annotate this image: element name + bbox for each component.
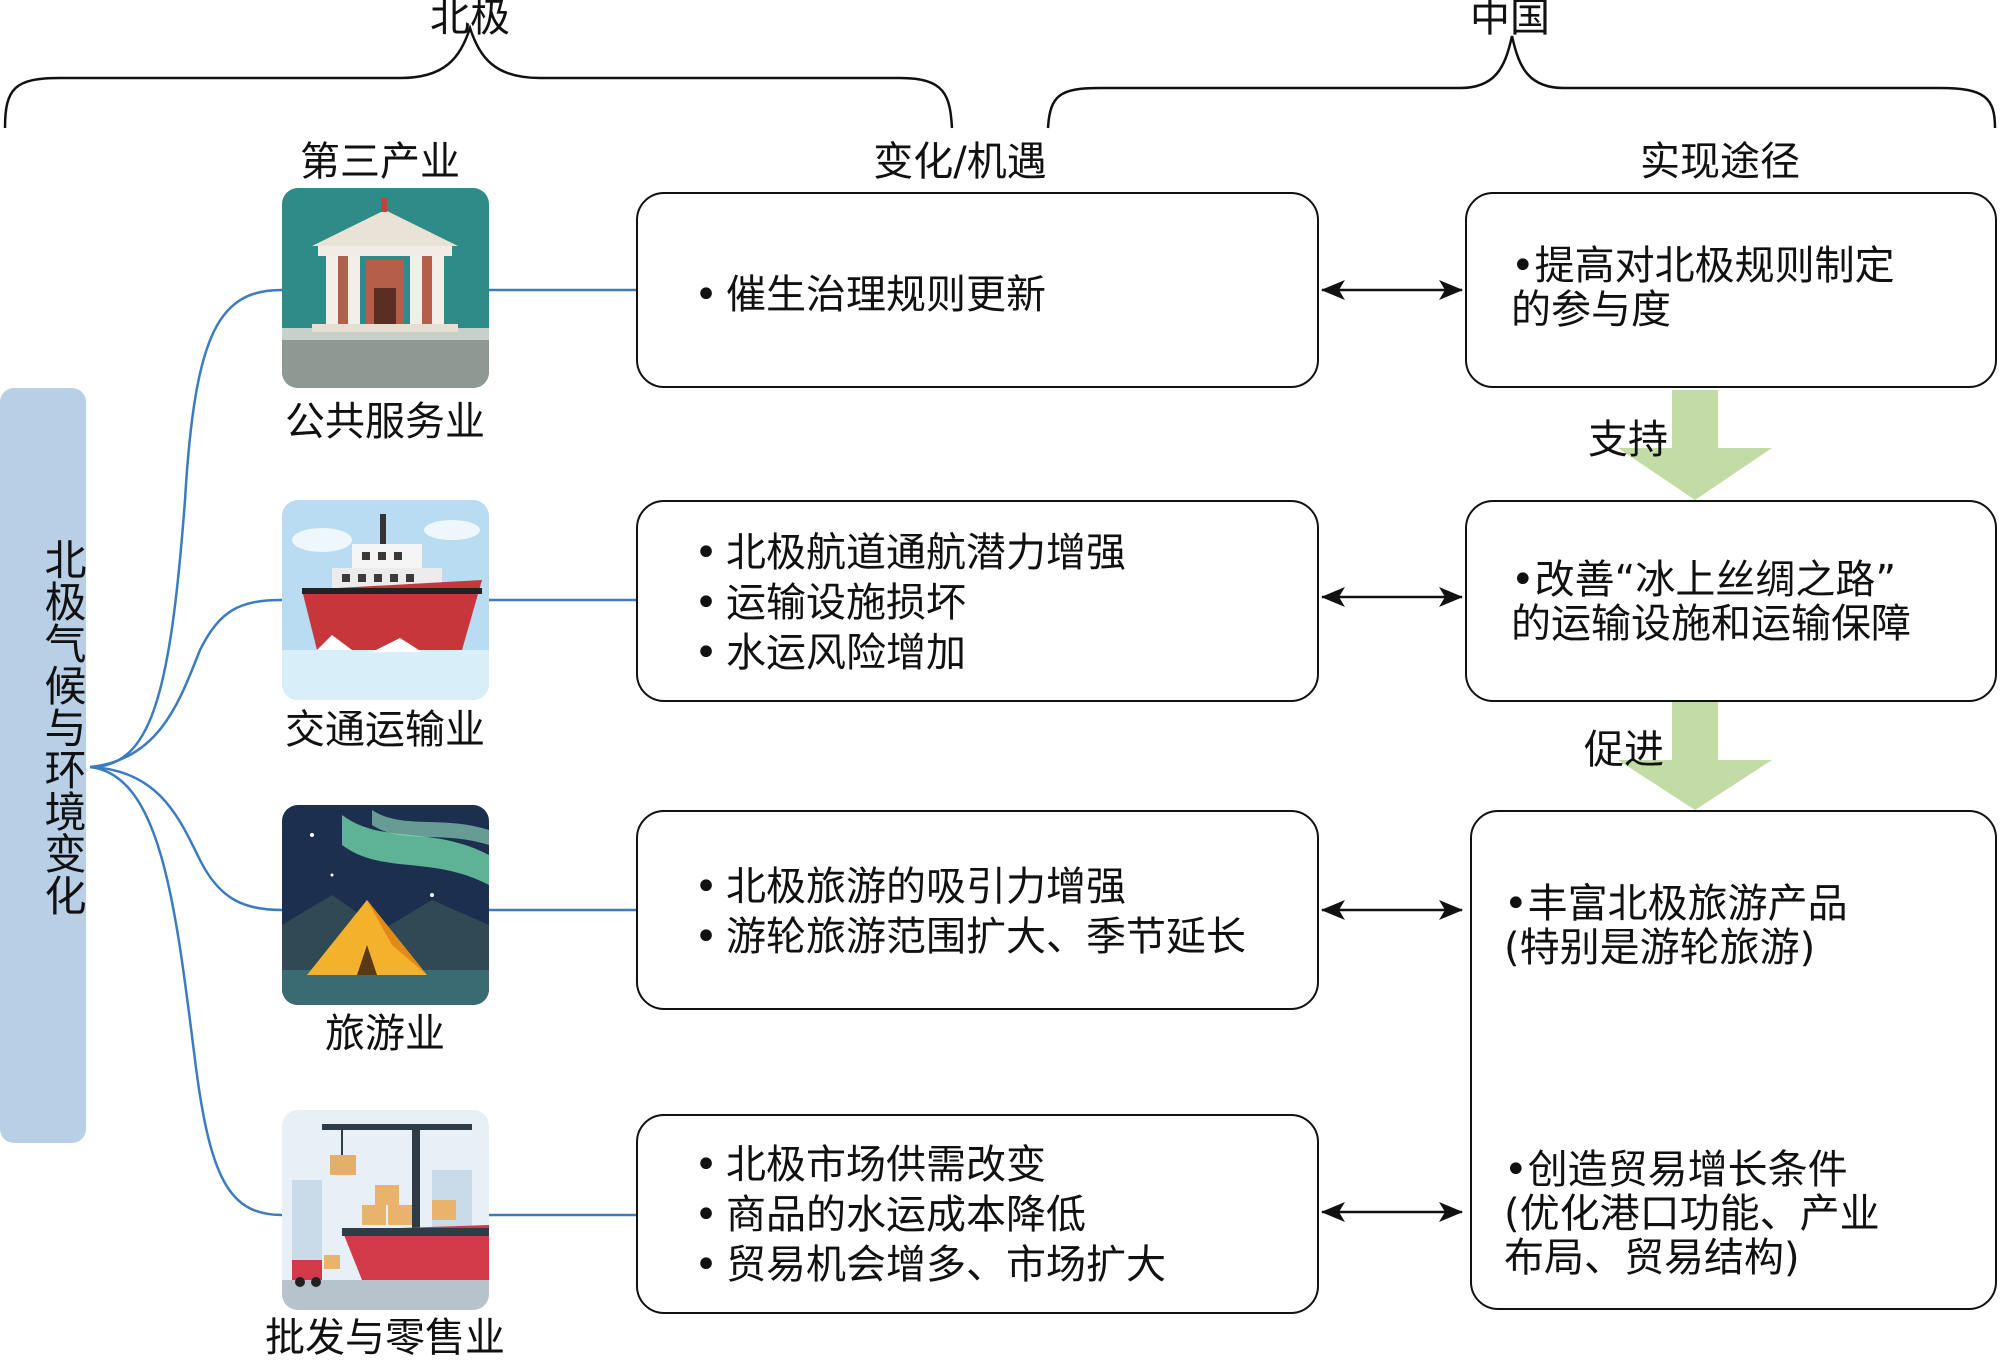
path-box-2: •改善“冰上丝绸之路” 的运输设施和运输保障 xyxy=(1465,500,1997,702)
path-text-line: •创造贸易增长条件 xyxy=(1504,1147,1848,1193)
industry-caption-tourism: 旅游业 xyxy=(325,1011,445,1057)
arctic-label: 北极 xyxy=(430,0,510,41)
tree-line-1 xyxy=(89,288,283,769)
industry-caption-public-service: 公共服务业 xyxy=(285,399,485,445)
promote-arrow xyxy=(1618,700,1772,810)
column-header-paths: 实现途径 xyxy=(1640,139,1800,185)
change-item: •催生治理规则更新 xyxy=(694,272,1046,318)
column-header-tertiary: 第三产业 xyxy=(300,139,460,185)
aurora-tent-icon xyxy=(282,805,489,1005)
support-arrow xyxy=(1618,390,1772,500)
china-label: 中国 xyxy=(1470,0,1550,41)
change-box-2: •北极航道通航潜力增强 •运输设施损坏 •水运风险增加 xyxy=(636,500,1319,702)
climate-change-bar: 北极气候与环境变化 xyxy=(0,388,87,1143)
change-box-4: •北极市场供需改变 •商品的水运成本降低 •贸易机会增多、市场扩大 xyxy=(636,1114,1319,1314)
change-item: •商品的水运成本降低 xyxy=(694,1192,1086,1238)
tree-line-2 xyxy=(89,598,283,769)
path-text-line: •提高对北极规则制定 xyxy=(1511,243,1895,289)
change-item: •运输设施损坏 xyxy=(694,580,966,626)
government-building-icon xyxy=(282,188,489,388)
change-item: •水运风险增加 xyxy=(694,630,966,676)
climate-change-label: 北极气候与环境变化 xyxy=(38,538,87,916)
change-item: •北极市场供需改变 xyxy=(694,1142,1046,1188)
path-text-line: •丰富北极旅游产品 xyxy=(1504,881,1848,927)
change-box-1: •催生治理规则更新 xyxy=(636,192,1319,388)
path-text-line: 的运输设施和运输保障 xyxy=(1511,601,1911,647)
support-label: 支持 xyxy=(1588,417,1668,463)
industry-caption-wholesale-retail: 批发与零售业 xyxy=(265,1315,505,1361)
change-item: •游轮旅游范围扩大、季节延长 xyxy=(694,914,1246,960)
tree-line-3 xyxy=(89,765,283,912)
change-item: •北极航道通航潜力增强 xyxy=(694,530,1126,576)
industry-caption-transport: 交通运输业 xyxy=(285,707,485,753)
path-text-line: 布局、贸易结构) xyxy=(1504,1235,1800,1281)
path-text-line: (特别是游轮旅游) xyxy=(1504,925,1816,971)
icebreaker-ship-icon xyxy=(282,500,489,700)
path-box-3: •丰富北极旅游产品 (特别是游轮旅游) •创造贸易增长条件 (优化港口功能、产业… xyxy=(1470,810,1997,1310)
port-crane-cargo-icon xyxy=(282,1110,489,1310)
tree-line-4 xyxy=(89,765,283,1217)
path-text-line: (优化港口功能、产业 xyxy=(1504,1191,1880,1237)
path-box-1: •提高对北极规则制定 的参与度 xyxy=(1465,192,1997,388)
change-box-3: •北极旅游的吸引力增强 •游轮旅游范围扩大、季节延长 xyxy=(636,810,1319,1010)
path-text-line: 的参与度 xyxy=(1511,287,1671,333)
change-item: •北极旅游的吸引力增强 xyxy=(694,864,1126,910)
arctic-brace xyxy=(3,24,954,129)
china-brace xyxy=(1046,35,1997,129)
promote-label: 促进 xyxy=(1584,727,1664,773)
change-item: •贸易机会增多、市场扩大 xyxy=(694,1242,1166,1288)
path-text-line: •改善“冰上丝绸之路” xyxy=(1511,557,1897,603)
column-header-changes: 变化/机遇 xyxy=(873,139,1047,185)
